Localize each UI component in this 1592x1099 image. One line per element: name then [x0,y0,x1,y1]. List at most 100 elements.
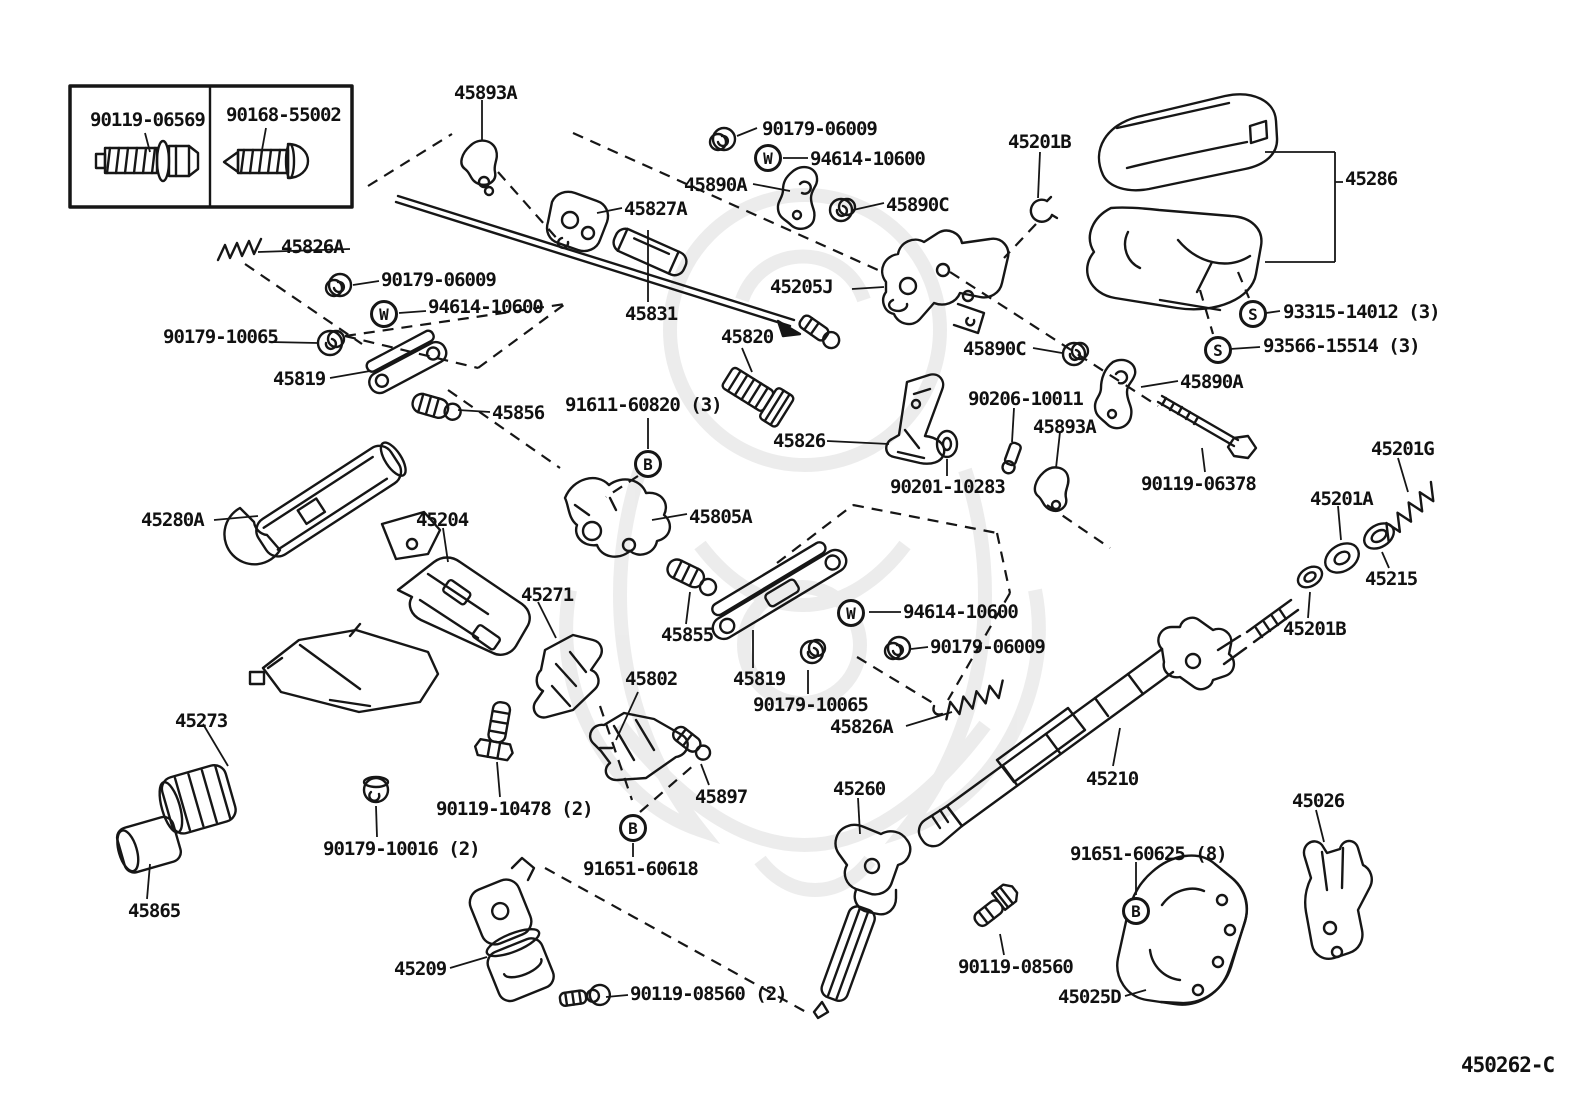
part-label: 45865 [128,900,181,922]
part-label: 45280A [141,509,205,531]
bolt-90119-08560-right [973,883,1019,928]
part-label: 90168-55002 [226,104,342,126]
part-label: 45827A [624,198,688,220]
part-label: 45025D [1058,986,1122,1008]
bracket-45826 [885,373,946,465]
part-label: 45260 [833,778,886,800]
bushing-45273 [158,763,237,835]
part-label: 90201-10283 [890,476,1006,498]
housing-45205J [881,229,1010,335]
circled-w-marker: W [370,300,398,328]
part-label: 45201G [1371,438,1435,460]
part-label: 90119-06378 [1141,473,1257,495]
housing-45805A [563,476,672,558]
clamp-45893A [460,139,499,197]
part-label: 45826A [281,236,345,258]
part-label: 90179-10065 [163,326,279,348]
washer-45201B-2 [1296,565,1324,589]
part-label: 45209 [394,958,447,980]
part-label: 90179-06009 [930,636,1046,658]
part-label: 93315-14012 (3) [1283,301,1441,323]
part-sketches [68,84,1435,1020]
grommet-90179-10016 [362,775,390,804]
seal-45215 [1363,522,1395,550]
fork-45026 [1302,839,1373,960]
part-label: 91611-60820 (3) [565,394,723,416]
part-label: 45826A [830,716,894,738]
cover-45271 [532,633,603,719]
part-label: 45893A [454,82,518,104]
part-label: 45856 [492,402,545,424]
part-label: 45201B [1008,131,1072,153]
part-label: 45805A [689,506,753,528]
part-label: 45286 [1345,168,1398,190]
clamp-45893A-2 [1033,466,1070,512]
part-label: 45890A [684,174,748,196]
spring-45826A-lower [932,679,1004,721]
ujoint-45209 [468,856,555,1003]
assembly-dashed-lines [244,131,1251,1013]
part-label: 90179-06009 [762,118,878,140]
part-label: 45201A [1310,488,1374,510]
part-label: 45890A [1180,371,1244,393]
shaft-tip-upper [1245,598,1300,644]
part-label: 45897 [695,786,748,808]
part-label: 91651-60625 (8) [1070,843,1228,865]
part-label: 45890C [886,194,950,216]
spring-45826A-top [216,237,263,262]
bolt-90119-10478 [473,700,514,762]
part-label: 45273 [175,710,228,732]
part-label: 94614-10600 [903,601,1019,623]
circled-w-marker: W [754,144,782,172]
bracket-45204 [248,556,531,714]
damper-45827A [545,190,610,253]
part-label: 45026 [1292,790,1345,812]
main-shaft-45210 [917,616,1248,848]
bolt-45820 [721,366,795,428]
circled-b-marker: B [634,450,662,478]
column-tube-45280A [223,441,442,566]
nut-90179-06009-lower [883,635,912,661]
part-label: 93566-15514 (3) [1263,335,1421,357]
column-cover-45286 [1086,93,1279,312]
part-label: 90119-08560 [958,956,1074,978]
bolt-45897 [671,725,712,761]
part-label: 45819 [733,668,786,690]
part-label: 45893A [1033,416,1097,438]
part-label: 45210 [1086,768,1139,790]
rod-45831 [394,194,802,338]
part-label: 90179-10065 [753,694,869,716]
nut-90179-10065-mid [316,329,346,357]
nut-90179-06009-mid [324,272,353,298]
part-label: 45215 [1365,568,1418,590]
part-label: 94614-10600 [810,148,926,170]
bolt-45855 [666,558,718,597]
snapring-45201B-top [1029,195,1059,223]
part-label: 45204 [416,509,469,531]
nut-90179-06009-top [708,126,737,152]
nut-90179-10065-lower [799,638,827,665]
part-label: 45855 [661,624,714,646]
circled-b-marker: B [619,814,647,842]
part-label: 90119-08560 (2) [630,983,788,1005]
stud-90206-10011 [1001,441,1022,475]
clamp-45890A-2 [1093,358,1137,430]
part-label: 45819 [273,368,326,390]
nut-45890C-top [828,197,857,223]
part-label: 45205J [770,276,834,298]
spring-45201G [1385,480,1435,544]
screw-small-45820 [798,314,841,350]
ujoint-45260 [812,823,912,1020]
clamp-45890A-top [776,165,819,231]
part-label: 90179-06009 [381,269,497,291]
washer-90201-10283 [935,429,959,459]
part-label: 45820 [721,326,774,348]
part-label: 45271 [521,584,574,606]
circled-s-marker: S [1204,336,1232,364]
part-label: 45890C [963,338,1027,360]
part-label: 90179-10016 (2) [323,838,481,860]
circled-s-marker: S [1239,300,1267,328]
bolt-90119-08560-left [558,983,612,1007]
